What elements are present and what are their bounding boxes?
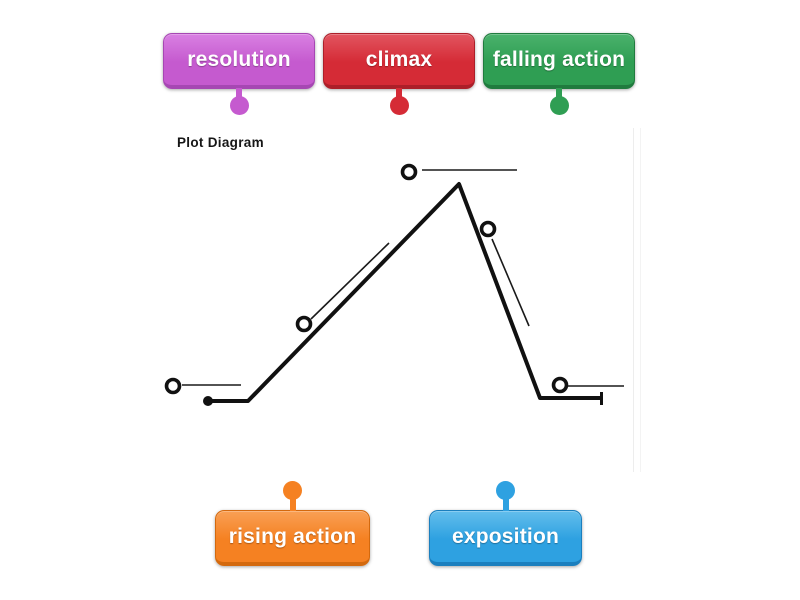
- label-chip-box: resolution: [163, 33, 315, 89]
- pin-ball: [283, 481, 302, 500]
- pin-stem: [236, 88, 242, 99]
- pin-stem: [289, 491, 296, 511]
- label-chip-box: climax: [323, 33, 475, 89]
- pin-stem: [396, 88, 402, 99]
- pin-ball: [229, 96, 249, 115]
- plot-line: [208, 182, 600, 403]
- pin-stem: [556, 88, 562, 99]
- target-point-falling-slope[interactable]: [479, 220, 497, 238]
- label-chip-text: rising action: [228, 524, 357, 548]
- answer-line-falling: [491, 238, 530, 327]
- target-point-baseline-right[interactable]: [551, 376, 569, 394]
- label-chip-box: rising action: [215, 510, 370, 566]
- diagram-title: Plot Diagram: [177, 135, 264, 150]
- label-chip-text: resolution: [187, 47, 291, 71]
- plot-start-dot: [203, 396, 213, 406]
- label-chip-rising-action[interactable]: rising action: [215, 481, 370, 566]
- label-chip-text: falling action: [492, 47, 626, 71]
- label-chip-text: climax: [365, 47, 433, 71]
- label-chip-text: exposition: [451, 524, 559, 548]
- pin-ball: [549, 96, 569, 115]
- pin-ball: [496, 481, 515, 500]
- label-chip-box: falling action: [483, 33, 635, 89]
- label-chip-resolution[interactable]: resolution: [163, 33, 315, 115]
- label-chip-falling-action[interactable]: falling action: [483, 33, 635, 115]
- pin-ball: [389, 96, 409, 115]
- answer-line-rising: [310, 242, 390, 320]
- pin-stem: [502, 491, 509, 511]
- label-chip-box: exposition: [429, 510, 582, 566]
- label-chip-exposition[interactable]: exposition: [429, 481, 582, 566]
- target-point-rising-slope[interactable]: [295, 315, 313, 333]
- target-point-baseline-left[interactable]: [164, 377, 182, 395]
- target-point-peak[interactable]: [400, 163, 418, 181]
- label-chip-climax[interactable]: climax: [323, 33, 475, 115]
